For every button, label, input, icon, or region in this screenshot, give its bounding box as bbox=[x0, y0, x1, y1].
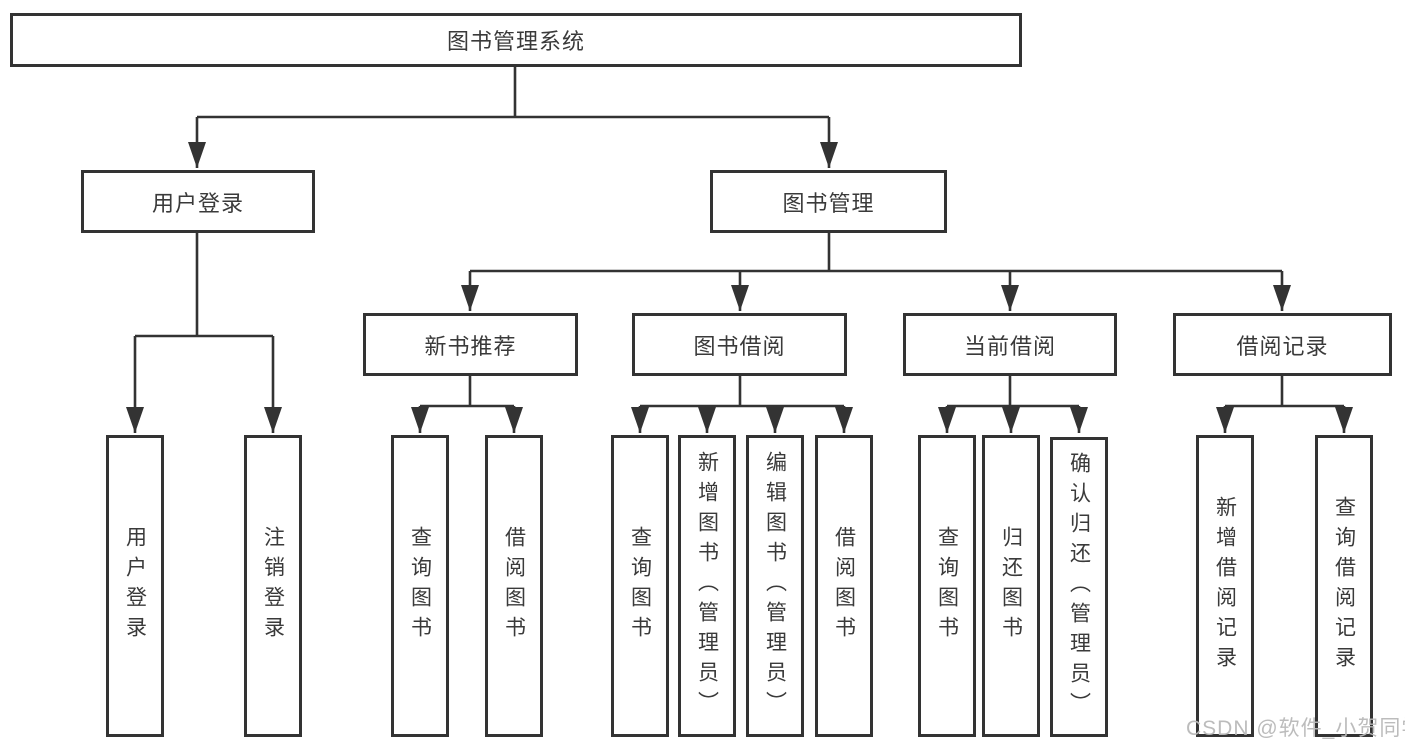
node-book-borrow: 图书借阅 bbox=[632, 313, 847, 376]
leaf-query-books-borrow: 查询图书 bbox=[611, 435, 669, 737]
leaf-confirm-return-admin: 确认归还（管理员） bbox=[1050, 437, 1108, 737]
node-borrow-records: 借阅记录 bbox=[1173, 313, 1392, 376]
leaf-query-books-recommend: 查询图书 bbox=[391, 435, 449, 737]
leaf-return-books: 归还图书 bbox=[982, 435, 1040, 737]
leaf-add-books-admin: 新增图书（管理员） bbox=[678, 435, 736, 737]
leaf-borrow-books-recommend: 借阅图书 bbox=[485, 435, 543, 737]
node-book-management-system: 图书管理系统 bbox=[10, 13, 1022, 67]
leaf-user-login: 用户登录 bbox=[106, 435, 164, 737]
node-book-management: 图书管理 bbox=[710, 170, 947, 233]
leaf-logout: 注销登录 bbox=[244, 435, 302, 737]
node-current-borrow: 当前借阅 bbox=[903, 313, 1117, 376]
leaf-add-borrow-record: 新增借阅记录 bbox=[1196, 435, 1254, 737]
node-new-book-recommend: 新书推荐 bbox=[363, 313, 578, 376]
csdn-watermark: CSDN @软件_小贺同学 bbox=[1186, 717, 1405, 740]
leaf-edit-books-admin: 编辑图书（管理员） bbox=[746, 435, 804, 737]
leaf-borrow-books: 借阅图书 bbox=[815, 435, 873, 737]
leaf-query-borrow-record: 查询借阅记录 bbox=[1315, 435, 1373, 737]
leaf-query-books-current: 查询图书 bbox=[918, 435, 976, 737]
node-user-login: 用户登录 bbox=[81, 170, 315, 233]
